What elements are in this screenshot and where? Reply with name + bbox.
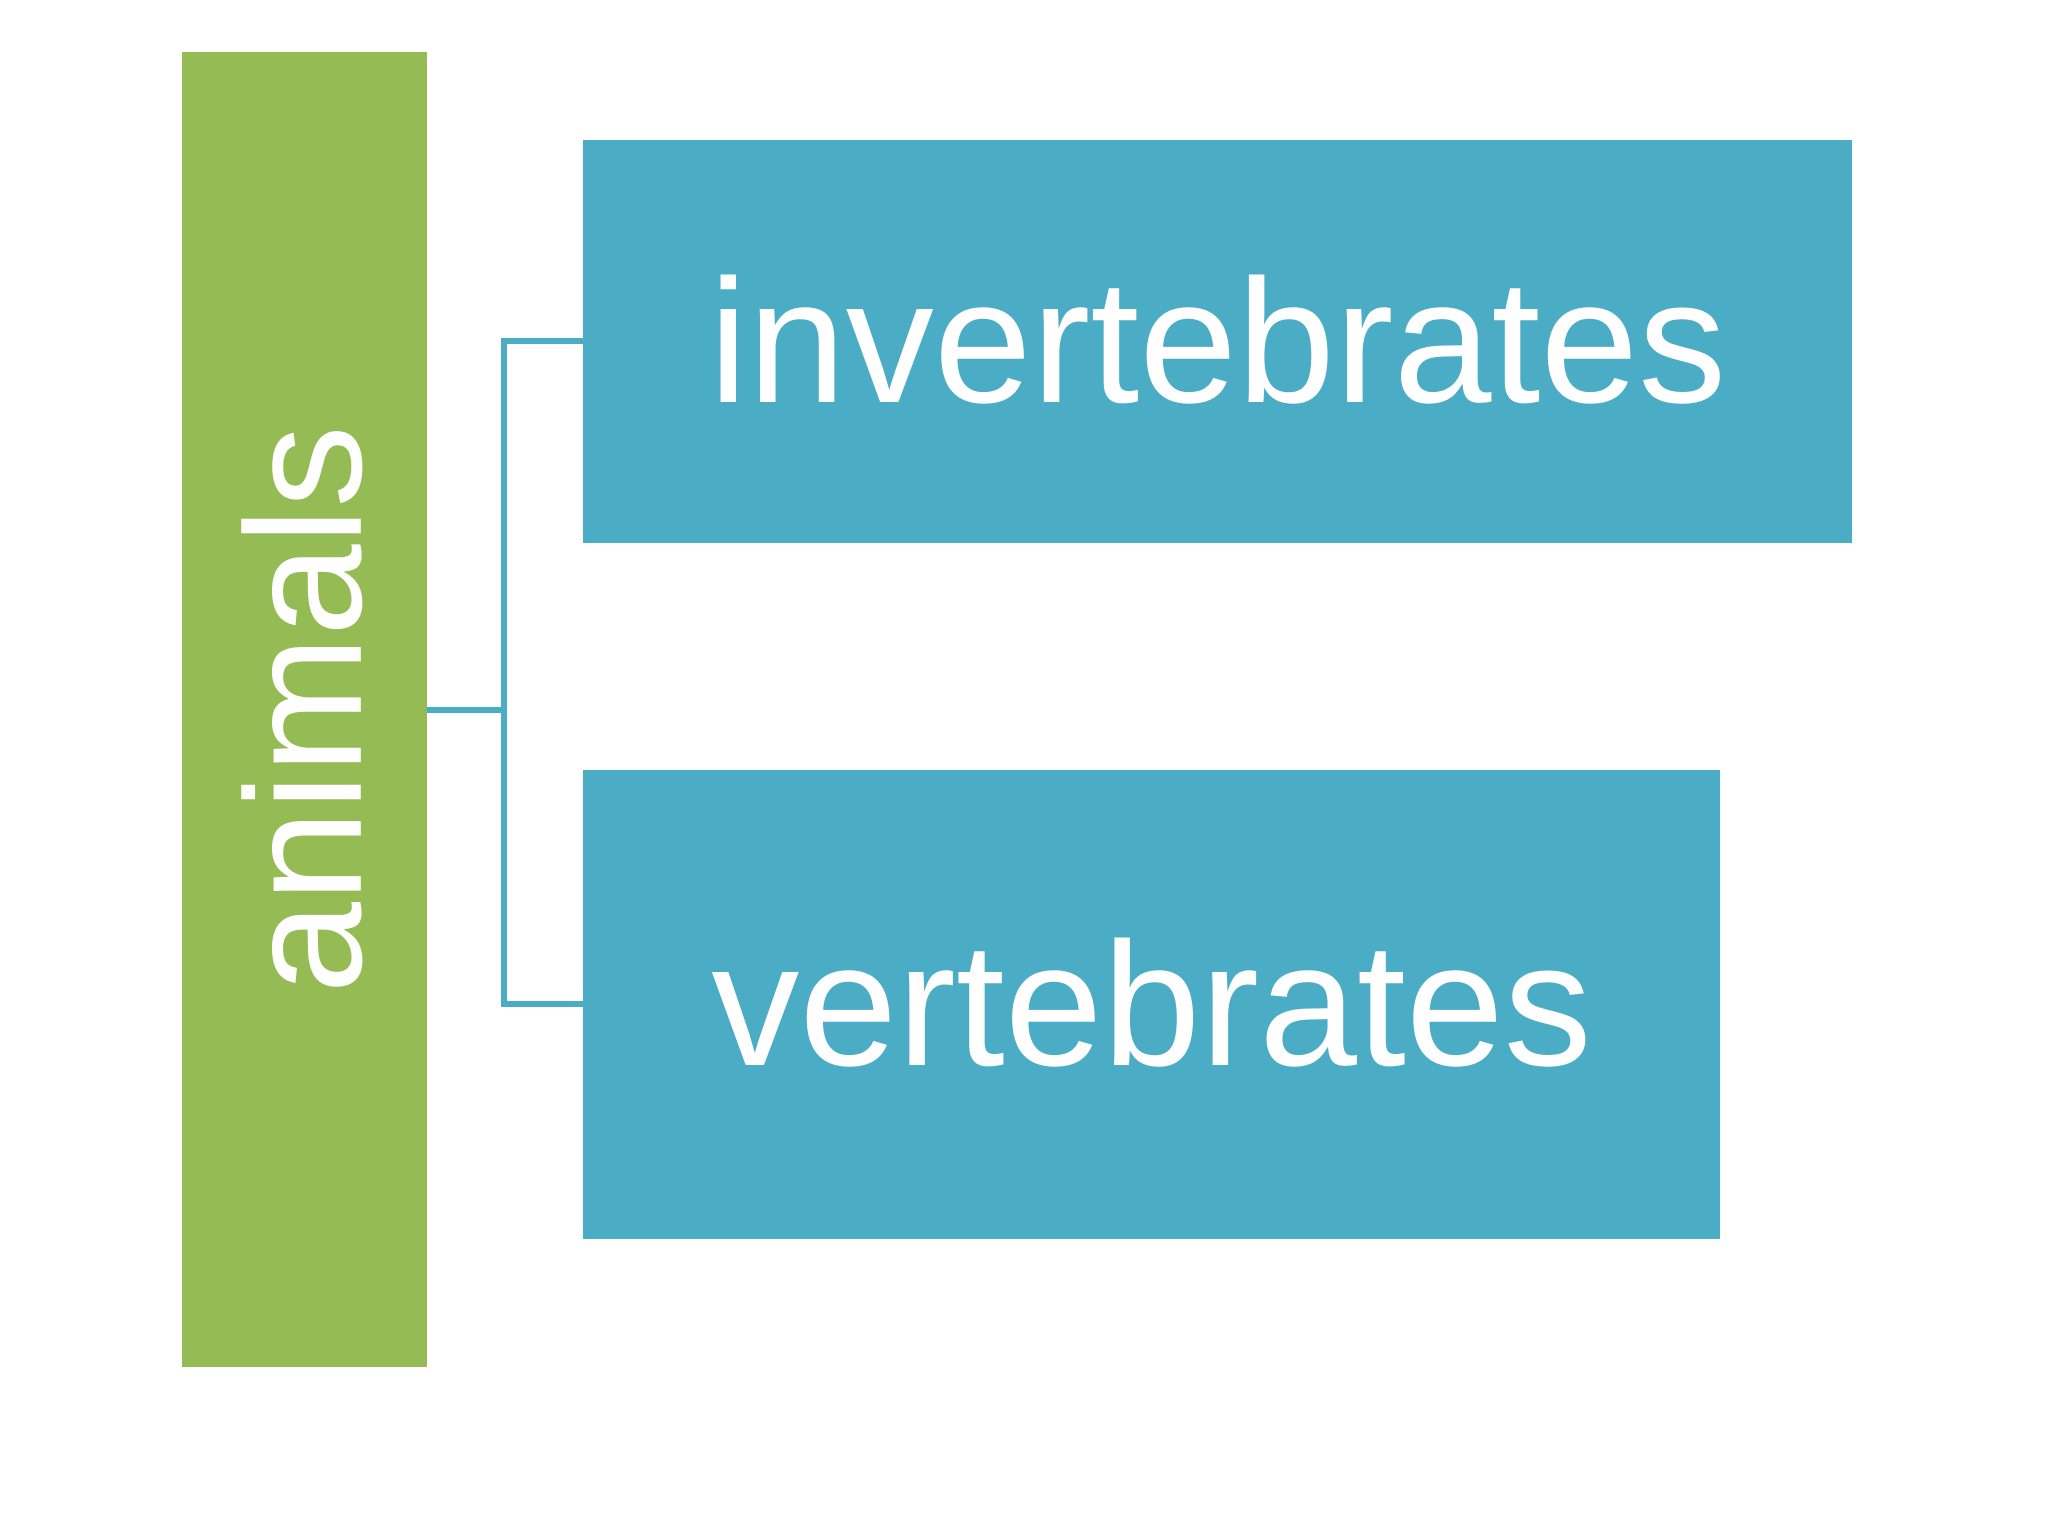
node-vertebrates-label: vertebrates: [711, 906, 1592, 1103]
node-animals: animals: [182, 52, 427, 1367]
node-invertebrates-label: invertebrates: [708, 243, 1727, 440]
node-vertebrates: vertebrates: [583, 770, 1720, 1239]
connector-invertebrates-stub: [501, 338, 583, 344]
connector-trunk: [501, 338, 507, 1007]
node-invertebrates: invertebrates: [583, 140, 1852, 543]
node-animals-label: animals: [212, 425, 396, 994]
connector-vertebrates-stub: [501, 1001, 583, 1007]
connector-parent-stub: [427, 707, 507, 713]
